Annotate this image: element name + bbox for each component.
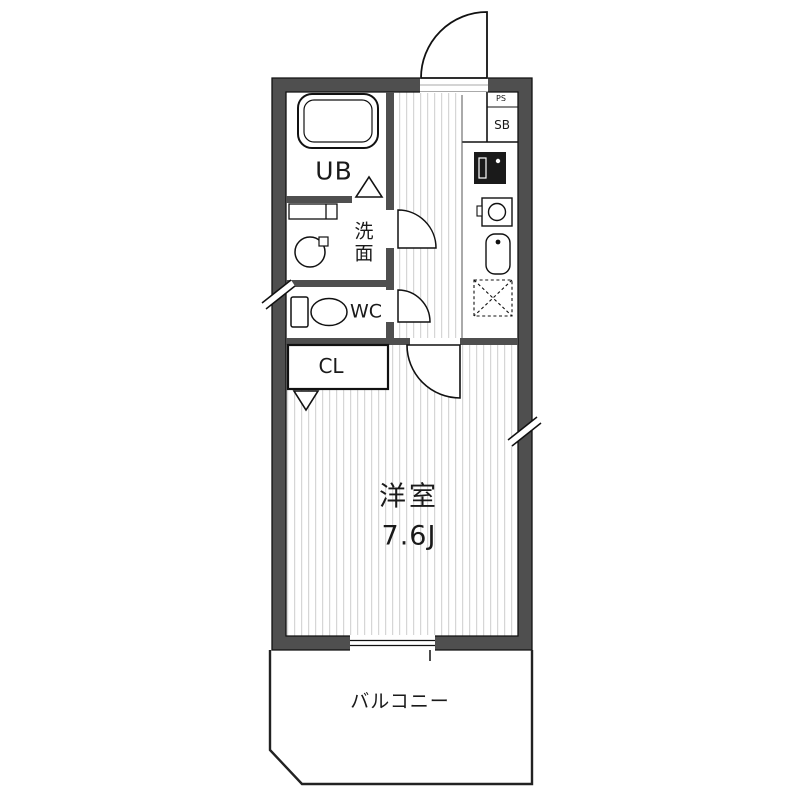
appliance-space-icon (473, 279, 513, 317)
room-label-washroom: 洗面 (351, 221, 374, 265)
room-size-western-room: 7.6J (381, 520, 437, 552)
interior-wall (386, 322, 394, 345)
room-door-arc (406, 344, 461, 399)
water-heater-icon (485, 233, 511, 275)
bath-door-triangle-icon (354, 175, 384, 198)
washroom-door-arc (397, 209, 437, 249)
entrance-threshold (420, 84, 488, 92)
room-label-toilet: WC (349, 300, 383, 323)
wall-break-mark-right (507, 416, 542, 447)
closet-door-triangle-icon (292, 390, 320, 412)
interior-wall (386, 248, 394, 290)
room-label-unit-bath: UB (315, 156, 353, 186)
room-label-balcony: バルコニー (350, 690, 450, 713)
balcony-outline (268, 650, 534, 786)
bath-door-opening (352, 195, 386, 204)
room-label-pipe-space: PS (496, 94, 506, 103)
main-room-flooring (286, 345, 518, 636)
stove-icon (474, 152, 506, 184)
balcony-window-opening (350, 635, 435, 651)
closet-box (286, 343, 390, 391)
bathtub-icon (297, 93, 379, 149)
wc-door-arc (397, 289, 431, 323)
interior-wall (394, 338, 410, 345)
toilet-icon (290, 296, 348, 328)
room-label-shoe-box: SB (494, 118, 510, 132)
room-label-closet: CL (318, 354, 344, 378)
window-icon (350, 639, 435, 647)
room-label-western-room: 洋室 (379, 481, 439, 513)
kitchen-sink-icon (476, 197, 513, 227)
interior-wall (286, 280, 394, 287)
interior-wall (460, 338, 518, 345)
interior-wall (286, 338, 394, 345)
entrance-partition-lines (462, 92, 518, 143)
floor-stripes (286, 92, 518, 636)
interior-wall (386, 92, 394, 210)
entrance-door-arc (420, 11, 488, 79)
washbasin-icon (294, 236, 329, 268)
interior-wall (286, 196, 354, 203)
wall-break-mark-left (261, 279, 296, 310)
vanity-counter-icon (288, 203, 338, 220)
